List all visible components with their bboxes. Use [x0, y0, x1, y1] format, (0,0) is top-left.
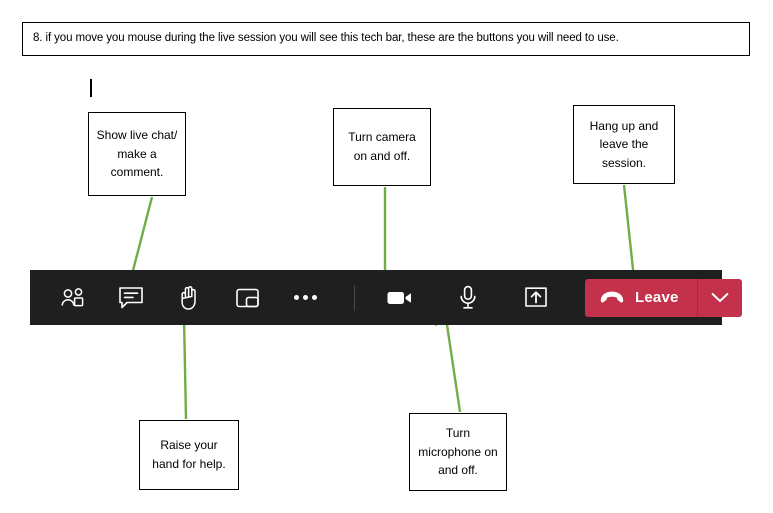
leave-button[interactable]: Leave	[585, 279, 697, 317]
arrow-hand-to-toolbar	[172, 311, 188, 420]
callout-hang-up-leave: Hang up and leave the session.	[573, 105, 675, 184]
callout-text: Raise your hand for help.	[152, 438, 226, 471]
camera-icon	[387, 291, 411, 304]
callout-turn-microphone: Turn microphone on and off.	[409, 413, 507, 491]
leave-dropdown-button[interactable]	[698, 279, 742, 317]
microphone-button[interactable]	[445, 278, 491, 318]
toolbar-divider	[354, 284, 355, 311]
chevron-down-icon	[711, 293, 728, 302]
leave-button-separator	[696, 278, 698, 317]
camera-button[interactable]	[377, 278, 423, 318]
hangup-phone-icon	[600, 291, 624, 302]
callout-show-live-chat: Show live chat/ make a comment.	[88, 112, 186, 196]
raise-hand-icon	[181, 285, 196, 310]
text-cursor-caret	[90, 79, 92, 97]
callout-text: Show live chat/ make a comment.	[96, 128, 178, 180]
callout-text: Turn camera on and off.	[348, 130, 416, 163]
more-options-icon	[293, 295, 317, 300]
teams-meeting-toolbar: Leave	[30, 270, 742, 325]
leave-button-group[interactable]: Leave	[585, 278, 742, 317]
leave-button-label: Leave	[635, 289, 679, 306]
callout-raise-hand: Raise your hand for help.	[139, 420, 239, 490]
callout-text: Turn microphone on and off.	[418, 426, 498, 478]
callout-turn-camera: Turn camera on and off.	[333, 108, 431, 186]
raise-hand-button[interactable]	[166, 278, 212, 318]
callout-text: Hang up and leave the session.	[589, 118, 659, 170]
chat-button[interactable]	[108, 278, 154, 318]
share-screen-icon	[525, 287, 547, 307]
arrow-mic-to-toolbar	[433, 313, 462, 413]
more-options-button[interactable]	[282, 278, 328, 318]
microphone-icon	[460, 285, 476, 309]
instruction-text: 8. if you move you mouse during the live…	[33, 32, 619, 45]
people-icon	[61, 287, 84, 306]
rooms-button[interactable]	[224, 278, 270, 318]
rooms-icon	[235, 288, 259, 307]
participants-button[interactable]	[50, 278, 96, 318]
share-screen-button[interactable]	[513, 278, 559, 318]
chat-icon	[119, 286, 143, 308]
instruction-banner: 8. if you move you mouse during the live…	[22, 22, 750, 56]
